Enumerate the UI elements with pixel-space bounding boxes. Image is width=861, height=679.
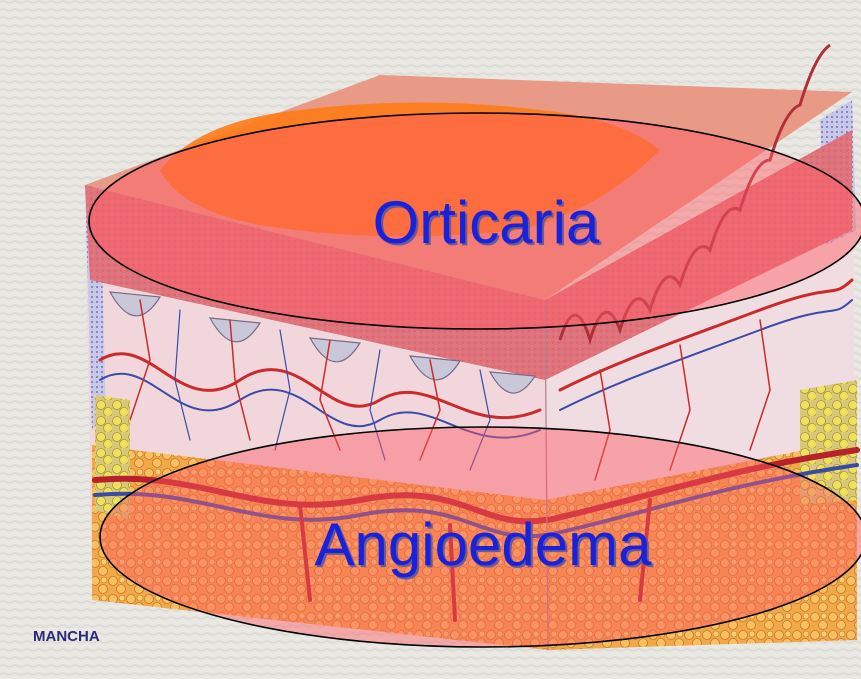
caption-mancha: MANCHA bbox=[33, 628, 100, 645]
orticaria-label: Orticaria bbox=[373, 189, 600, 256]
angioedema-label: Angioedema bbox=[315, 511, 653, 578]
